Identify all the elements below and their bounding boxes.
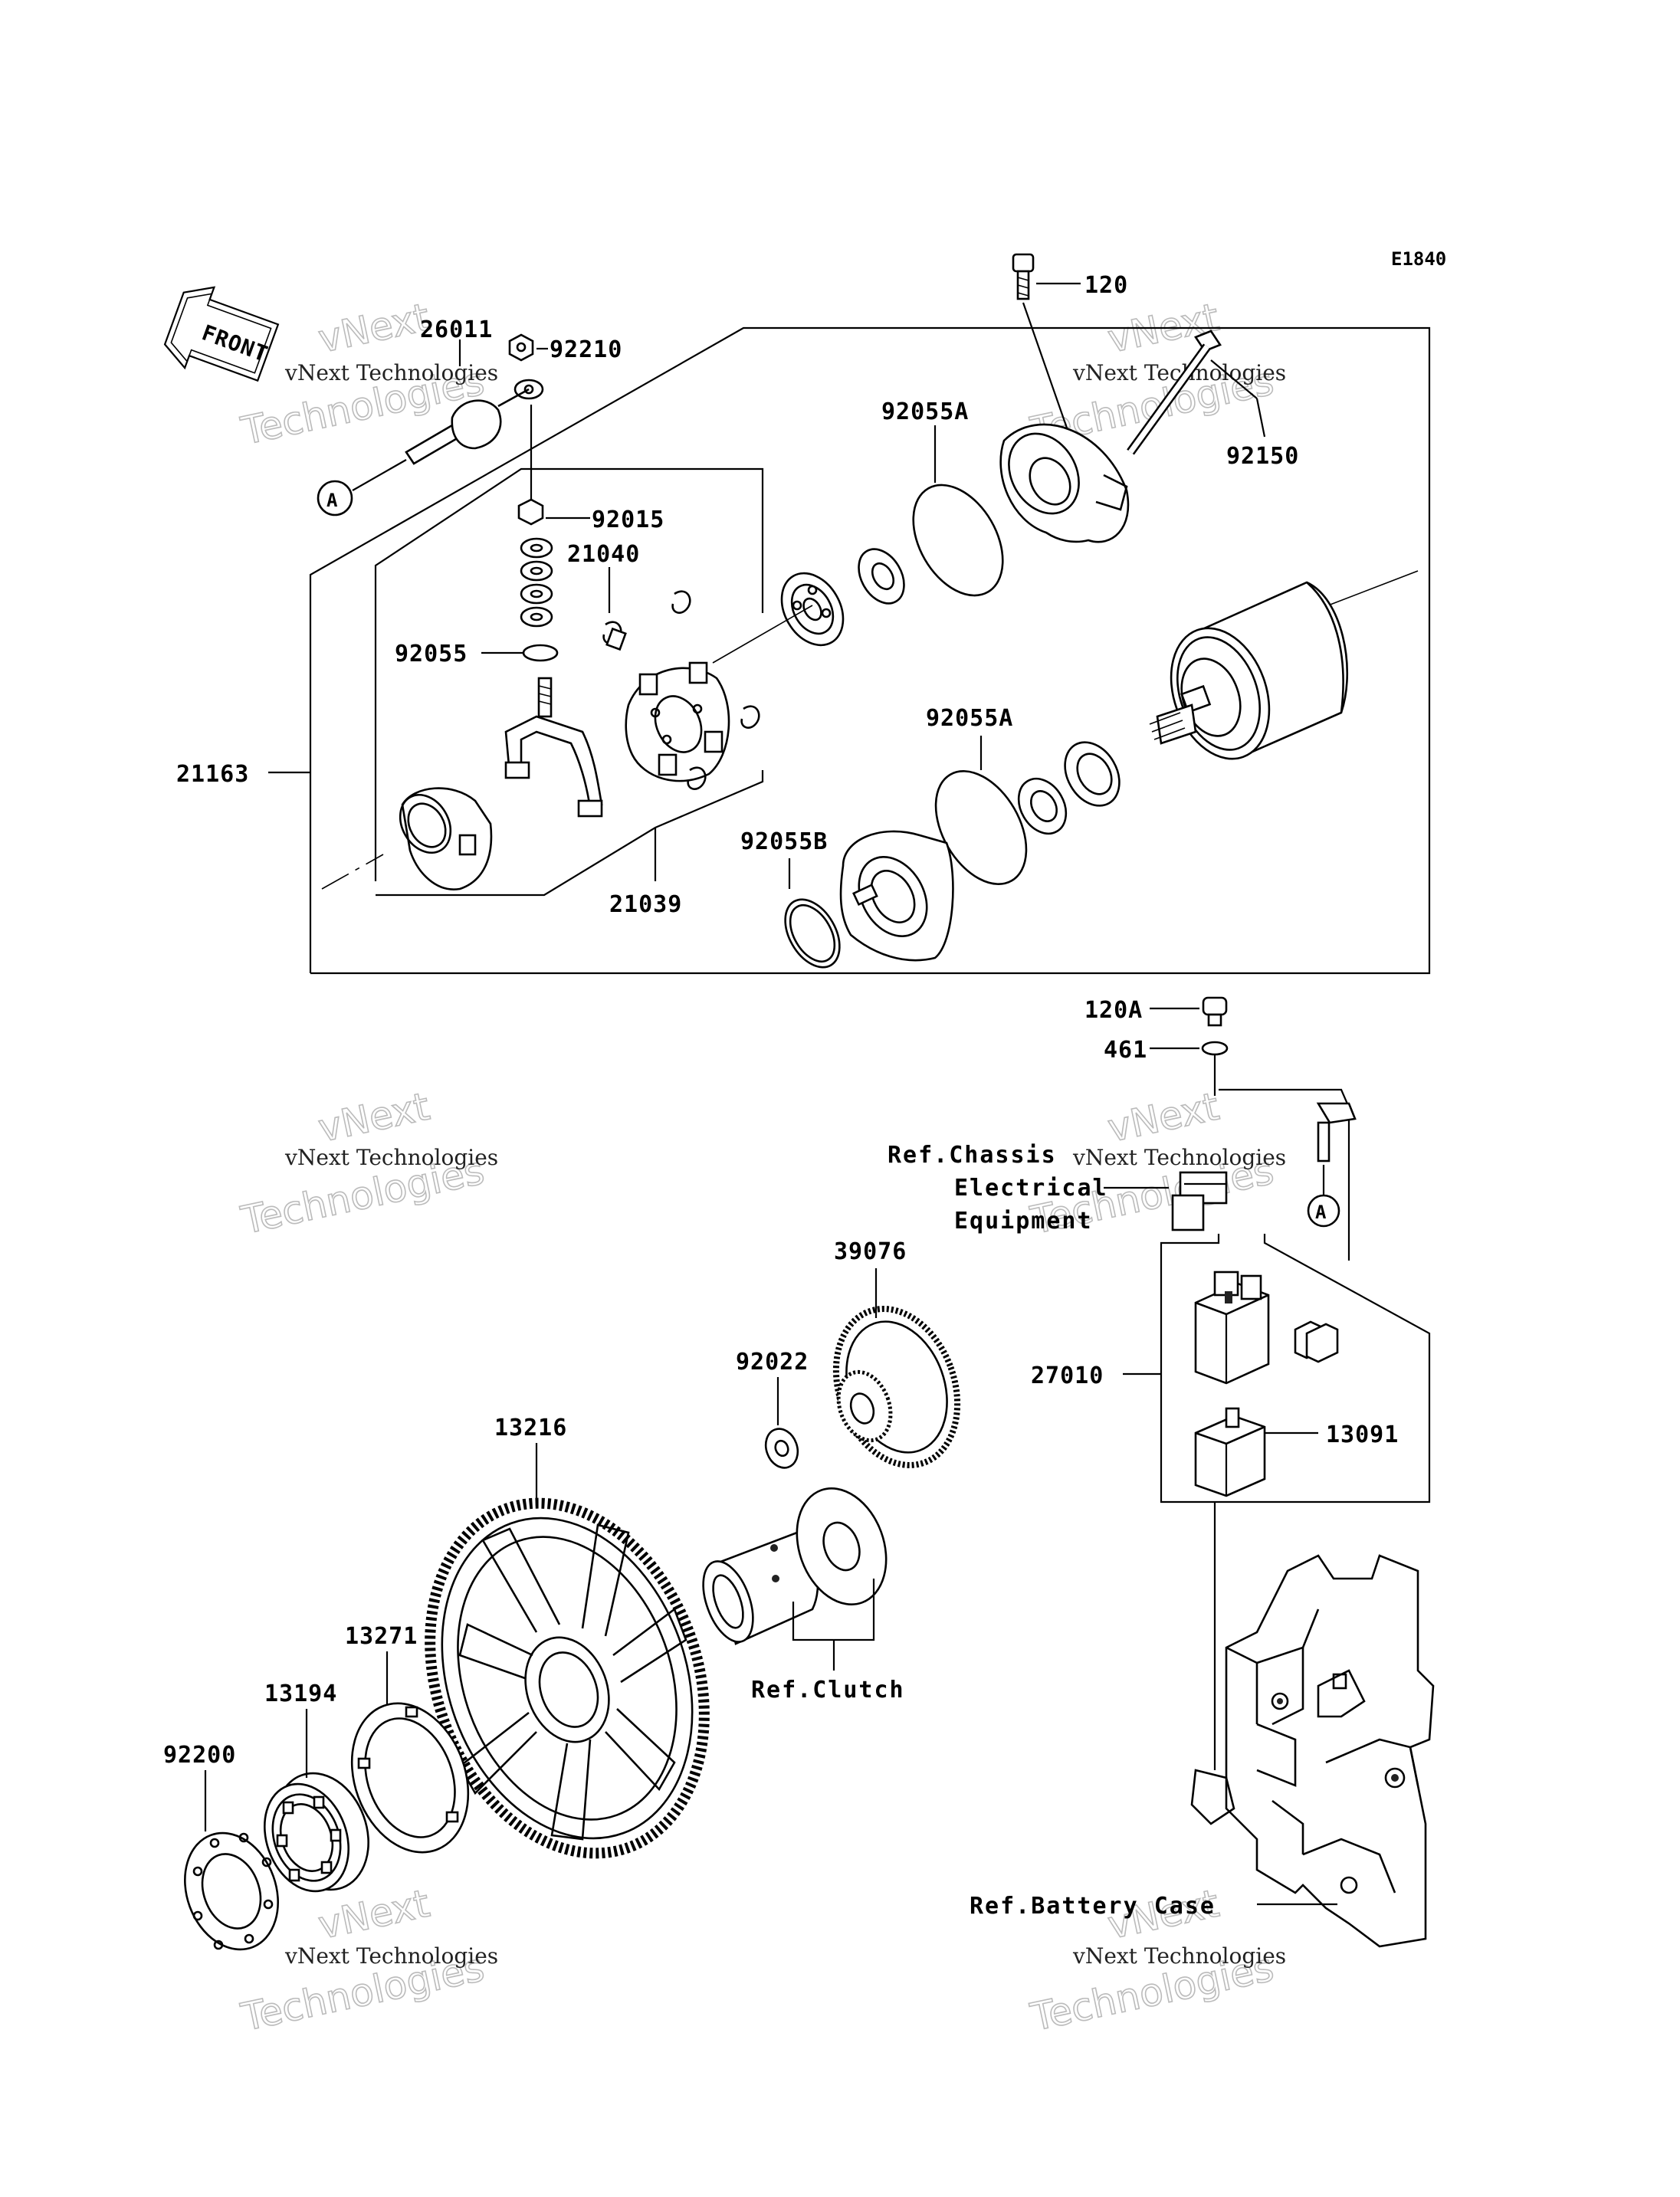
svg-text:Equipment: Equipment [954, 1208, 1093, 1235]
rear-cover [999, 423, 1130, 543]
terminal-bolt-26011: 26011 [405, 316, 544, 465]
svg-text:27010: 27010 [1031, 1362, 1104, 1389]
starter-relay [1194, 1271, 1270, 1385]
svg-text:vNext Technologies: vNext Technologies [284, 1943, 498, 1969]
o-ring-92055: 92055 [395, 641, 559, 667]
relay-cover-13091: 13091 [1194, 1407, 1399, 1497]
svg-text:21040: 21040 [567, 541, 640, 568]
svg-text:26011: 26011 [420, 316, 493, 343]
svg-text:92055A: 92055A [926, 705, 1013, 732]
svg-text:vNext Technologies: vNext Technologies [1072, 1943, 1286, 1969]
idle-gear-39076: 39076 [832, 1238, 961, 1468]
svg-text:92150: 92150 [1226, 443, 1299, 470]
washer-92022: 92022 [736, 1349, 809, 1469]
battery-case: Ref.Battery Case [970, 1502, 1435, 1948]
sleeve [399, 787, 493, 890]
svg-text:vNext Technologies: vNext Technologies [284, 360, 498, 385]
svg-text:92015: 92015 [592, 507, 664, 533]
gasket-92200: 92200 [163, 1742, 279, 1951]
washer-top [858, 548, 905, 605]
bearing-top [780, 572, 845, 647]
svg-text:39076: 39076 [834, 1238, 907, 1265]
svg-text:92022: 92022 [736, 1349, 809, 1376]
svg-text:Electrical: Electrical [954, 1175, 1108, 1202]
washer-stack [520, 537, 553, 628]
svg-text:vNext: vNext [314, 295, 433, 362]
nut-92210: 92210 [508, 333, 622, 363]
bearing-mid [1017, 741, 1121, 835]
svg-text:13194: 13194 [264, 1681, 337, 1707]
brush-spring: 21040 [567, 541, 760, 790]
nut-92015: 92015 [517, 405, 664, 533]
svg-text:vNext: vNext [1104, 1084, 1222, 1151]
long-bolt-92150: 92150 [1127, 330, 1299, 470]
svg-text:92055A: 92055A [881, 398, 969, 425]
svg-text:Ref.Clutch: Ref.Clutch [751, 1677, 905, 1703]
svg-text:92055: 92055 [395, 641, 468, 667]
o-ring-92055B: 92055B [740, 828, 841, 969]
front-arrow-icon: FRONT [163, 286, 280, 382]
svg-text:vNext: vNext [314, 1881, 433, 1948]
brush-assembly-box: 21039 [374, 467, 764, 918]
svg-text:vNext Technologies: vNext Technologies [284, 1145, 498, 1170]
starter-assembly-box: 21163 [176, 326, 1431, 975]
svg-text:120A: 120A [1084, 997, 1143, 1024]
relay-bracket: A [1171, 1054, 1357, 1261]
svg-text:92055B: 92055B [740, 828, 828, 855]
svg-text:92200: 92200 [163, 1742, 236, 1769]
marker-a-top: A [317, 459, 407, 516]
motor-yoke [1149, 581, 1349, 760]
o-ring-92055A-top: 92055A [881, 398, 1004, 597]
svg-text:13216: 13216 [494, 1415, 567, 1441]
front-cover [839, 830, 954, 962]
one-way-clutch-13194: 13194 [263, 1681, 369, 1893]
brush-lead [504, 677, 603, 818]
svg-text:92210: 92210 [550, 336, 622, 363]
relay-box-27010: 27010 [1031, 1234, 1431, 1503]
svg-text:21039: 21039 [609, 891, 682, 918]
clip-461: 461 [1104, 1037, 1229, 1064]
brush-holder-plate [625, 661, 730, 782]
svg-text:Ref.Chassis: Ref.Chassis [888, 1142, 1057, 1169]
svg-text:13091: 13091 [1326, 1421, 1399, 1448]
svg-text:vNext Technologies: vNext Technologies [1072, 1145, 1286, 1170]
svg-text:A: A [326, 490, 338, 511]
bolt-120A: 120A [1084, 996, 1228, 1027]
svg-text:461: 461 [1104, 1037, 1147, 1064]
ref-chassis: Ref.Chassis Electrical Equipment [888, 1142, 1169, 1235]
starter-gear-13216: 13216 [425, 1415, 710, 1859]
svg-text:120: 120 [1084, 272, 1128, 299]
svg-text:21163: 21163 [176, 761, 249, 788]
svg-text:vNext: vNext [314, 1084, 433, 1151]
svg-text:13271: 13271 [345, 1623, 418, 1650]
fuse [1294, 1320, 1339, 1363]
diagram-code: E1840 [1391, 248, 1446, 270]
watermark-mid-left: Technologies vNext vNext Technologies [237, 1084, 498, 1244]
plate-13271: 13271 [345, 1623, 470, 1854]
svg-text:A: A [1315, 1202, 1327, 1223]
clutch-sleeve: Ref.Clutch [702, 1487, 905, 1703]
svg-text:Ref.Battery Case: Ref.Battery Case [970, 1893, 1216, 1920]
